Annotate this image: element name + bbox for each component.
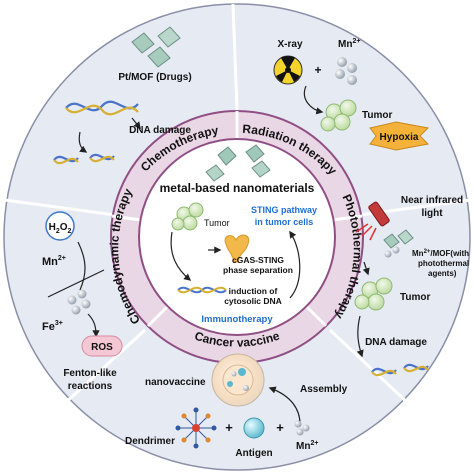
hypoxia-burst [369,121,430,151]
center-tumor-cells [171,202,204,231]
radiation-mn-balls [335,57,357,85]
chemo-arrow [131,117,141,130]
assembly-arrow [268,386,301,425]
chemo-drug-crystals [131,26,181,68]
cdt-mn-balls [67,289,91,315]
cgas-line1: cGAS-STING [232,255,284,265]
xray-label: X-ray [277,39,302,50]
center-tumor-label: Tumor [204,218,230,228]
cdt-arrow-2 [87,313,100,338]
cdt-mn-label: Mn2+ [42,255,66,268]
chemo-drug-label: Pt/MOF (Drugs) [118,72,191,83]
radiation-icon [273,55,303,85]
chemo-broken-dna-icon [53,153,115,165]
photothermal-broken-dna-icon [371,363,429,377]
cdt-fe-label: Fe3+ [42,320,63,333]
immunotherapy-label: Immunotherapy [201,314,273,325]
photothermal-tumor-label: Tumor [400,292,430,303]
center-disc [138,138,336,336]
dendrimer-label: Dendrimer [125,436,175,447]
chemo-dna-icon [65,100,139,116]
fenton-line1: Fenton-like [63,368,117,379]
center-dna-icon [177,286,227,294]
vaccine-mn-label: Mn2+ [296,440,318,452]
vaccine-plus-2: + [276,420,284,435]
photothermal-arrow-2 [356,315,364,358]
radiation-plus: + [314,63,321,77]
radiation-tumor-label: Tumor [362,110,392,121]
photothermal-mof-line1: Mn2+/MOF(with [412,249,469,258]
radiation-arrow [303,85,324,115]
nanovaccine-particle [211,353,265,407]
antigen-icon [243,417,265,439]
ros-badge [81,335,123,357]
center-arrow-up [289,230,301,299]
antigen-label: Antigen [235,448,272,459]
h2o2-bubble [45,211,75,241]
chemo-arrow-2 [78,131,88,153]
hypoxia-label: Hypoxia [380,132,419,143]
sting-protein-icon [224,234,250,263]
laser-icon [355,201,390,241]
nanovaccine-label: nanovaccine [145,377,206,388]
center-arrow-down [170,231,192,281]
ring-label-cancer-vaccine: Cancer vaccine [193,329,282,350]
vaccine-mn-balls [294,420,310,436]
nir-line1: Near infrared [401,195,463,206]
fenton-line2: reactions [68,381,113,392]
cgas-line2: phase separation [223,265,293,275]
radiation-tumor-cells [320,99,357,132]
sting-line1: STING pathway [251,205,317,215]
nir-line2: light [421,208,443,219]
photothermal-mof-line3: agents) [428,269,457,278]
cdt-arrow-1 [77,241,86,291]
cdt-conversion-line [47,269,105,298]
assembly-label: Assembly [300,384,348,395]
ros-label: ROS [91,342,113,353]
ring-dividers [111,111,363,328]
induction-line2: cytosolic DNA [224,296,282,306]
photothermal-tumor-cells [354,277,393,311]
photothermal-mof-line2: photothermal [418,259,469,268]
sting-line2: in tumor cells [255,217,314,227]
photothermal-dna-damage-label: DNA damage [365,337,427,348]
vaccine-plus-1: + [225,420,233,435]
sector-dividers [4,3,472,407]
radiation-mn-label: Mn2+ [338,38,360,50]
photothermal-arrow-1 [362,261,370,276]
center-title: metal-based nanomaterials [160,181,315,195]
photothermal-crystals [383,229,414,258]
center-nanocrystals [205,144,271,182]
chemo-dna-damage-label: DNA damage [129,125,191,136]
induction-line1: induction of [229,286,278,296]
dendrimer-icon [175,407,217,449]
h2o2-label: H2O2 [49,222,72,235]
